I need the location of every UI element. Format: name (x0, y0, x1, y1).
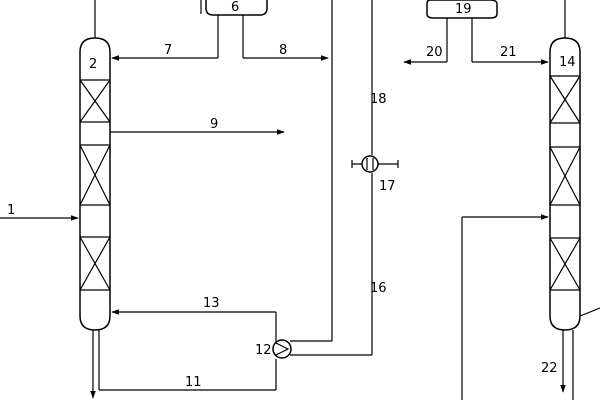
column-2 (79, 0, 111, 399)
label-11: 11 (185, 375, 202, 390)
label-6: 6 (231, 0, 239, 15)
stream-labels: 1 2 6 7 8 9 11 12 13 14 16 17 18 19 20 2… (7, 0, 576, 390)
label-14: 14 (559, 55, 576, 70)
reflux-drum-6 (200, 0, 268, 16)
label-16: 16 (370, 281, 387, 296)
label-12: 12 (255, 343, 272, 358)
label-18: 18 (370, 92, 387, 107)
label-22: 22 (541, 361, 558, 376)
label-19: 19 (455, 2, 472, 17)
heat-exchanger-17 (351, 155, 399, 173)
label-20: 20 (426, 45, 443, 60)
label-1: 1 (7, 203, 15, 218)
heat-exchanger-12 (272, 339, 292, 359)
label-2: 2 (89, 57, 97, 72)
column-14 (549, 0, 600, 400)
label-8: 8 (279, 43, 287, 58)
streams (0, 0, 549, 400)
label-21: 21 (500, 45, 517, 60)
label-17: 17 (379, 179, 396, 194)
label-13: 13 (203, 296, 220, 311)
label-7: 7 (164, 43, 172, 58)
reflux-drum-19 (426, 0, 498, 19)
label-9: 9 (210, 117, 218, 132)
